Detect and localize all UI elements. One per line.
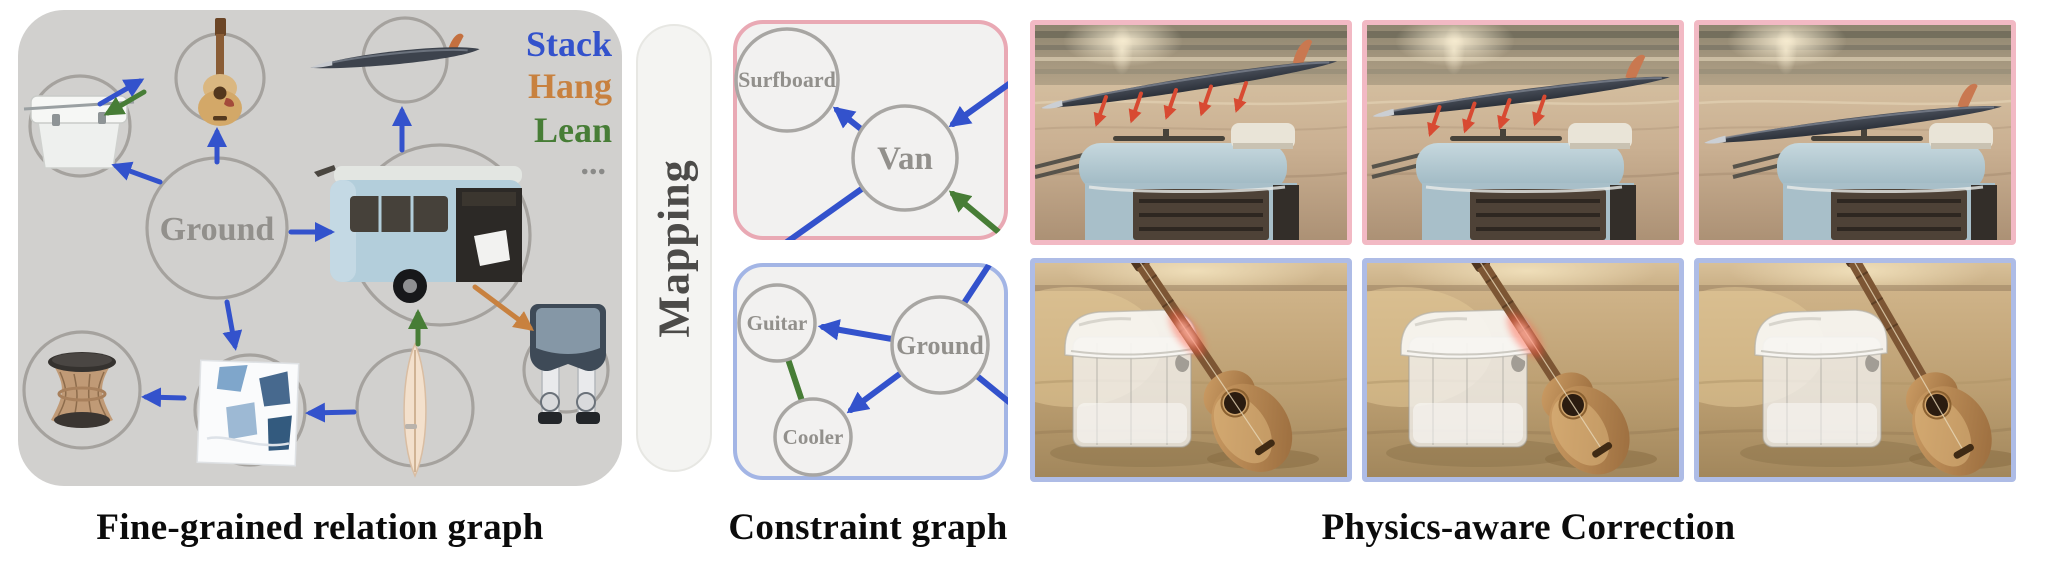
cooler-image <box>1400 309 1534 448</box>
photo-surfboard-van-2 <box>1362 20 1684 245</box>
cnode-van-label: Van <box>877 141 933 177</box>
surfboard-image <box>1040 39 1338 109</box>
edge-van-surfboard <box>832 106 864 132</box>
surfboard-upright-image <box>403 342 427 478</box>
stool-image <box>48 352 116 428</box>
cnode-van <box>851 104 959 212</box>
cooler-image <box>1064 309 1198 448</box>
edge-outside-van-lean <box>948 190 1004 237</box>
edge-van-robot <box>472 284 535 331</box>
edge-ground-guitar <box>817 319 895 342</box>
van-image <box>1732 123 1997 240</box>
guitar-image <box>198 18 242 126</box>
relation-graph-panel: Ground <box>18 10 622 486</box>
robot-dog-image <box>530 304 606 424</box>
relation-edges <box>97 78 535 423</box>
constraint-graph-guitar-cooler: Guitar Ground Cooler <box>733 263 1008 480</box>
ground-node-label: Ground <box>160 211 275 248</box>
photo-guitar-cooler-2 <box>1362 258 1684 482</box>
photo-guitar-cooler-3 <box>1694 258 2016 482</box>
cnode-surfboard <box>734 27 840 133</box>
photo-guitar-cooler-1 <box>1030 258 1352 482</box>
van-image <box>314 165 522 303</box>
cnode-guitar-label: Guitar <box>747 311 808 335</box>
edge-ground-blanket <box>222 299 243 351</box>
edge-ground-cooler <box>111 161 163 185</box>
violation-arrow <box>1163 88 1178 120</box>
legend-stack: Stack <box>526 24 612 64</box>
node-cooler <box>28 74 132 178</box>
surfboard-image <box>1372 54 1670 117</box>
violation-arrow <box>1198 84 1213 117</box>
cnode-guitar <box>737 283 817 363</box>
mapping-pill: Mapping <box>636 24 712 472</box>
violation-arrow <box>1462 101 1477 134</box>
cnode-surfboard-label: Surfboard <box>738 67 836 92</box>
node-blanket <box>193 353 307 467</box>
relation-legend: Stack Hang Lean ... <box>526 24 612 182</box>
intersection-glow <box>1168 310 1206 356</box>
edge-blanket-stool <box>141 387 187 408</box>
caption-physics-correction: Physics-aware Correction <box>1321 506 1736 548</box>
relation-graph-canvas: Ground <box>22 16 612 478</box>
edge-surfv-blanket <box>305 402 357 423</box>
caption-relation-graph: Fine-grained relation graph <box>96 506 544 548</box>
cooler-image <box>23 95 135 169</box>
legend-ellipsis: ... <box>581 145 607 182</box>
violation-arrow <box>1128 91 1143 124</box>
cooler-image <box>1754 309 1888 448</box>
cnode-ground <box>890 295 990 395</box>
photo-surfboard-van-3 <box>1694 20 2016 245</box>
intersection-glow <box>1506 312 1544 358</box>
cnode-cooler <box>773 397 853 477</box>
legend-lean: Lean <box>534 110 612 150</box>
violation-arrow <box>1497 98 1512 130</box>
edge-van-outside <box>784 185 866 240</box>
cnode-cooler-label: Cooler <box>783 425 844 449</box>
surfboard-image <box>1704 83 2002 144</box>
edge-guitar-cooler <box>103 89 147 116</box>
violation-arrow <box>1093 95 1108 127</box>
photo-surfboard-van-1 <box>1030 20 1352 245</box>
cnode-ground-label: Ground <box>896 331 984 360</box>
mapping-label: Mapping <box>649 158 699 338</box>
van-image <box>1035 123 1299 240</box>
violation-arrow <box>1233 81 1248 113</box>
violation-arrow <box>1427 105 1442 137</box>
edge-ground-cooler <box>846 370 904 414</box>
blanket-image <box>196 359 300 467</box>
legend-hang: Hang <box>528 66 612 106</box>
van-image <box>1371 123 1636 240</box>
edge-ground-outside-right <box>974 373 1008 405</box>
guitar-image <box>1835 263 1992 476</box>
caption-constraint-graph: Constraint graph <box>728 506 1008 548</box>
violation-arrow <box>1532 94 1547 127</box>
constraint-graph-surf-van: Surfboard Van <box>733 20 1008 240</box>
edge-ground-outside-top <box>961 263 992 306</box>
edge-outside-van <box>948 81 1008 128</box>
node-stool <box>22 330 142 450</box>
surfboard-image <box>310 33 480 69</box>
edge-guitar-cooler-lean <box>785 356 805 404</box>
